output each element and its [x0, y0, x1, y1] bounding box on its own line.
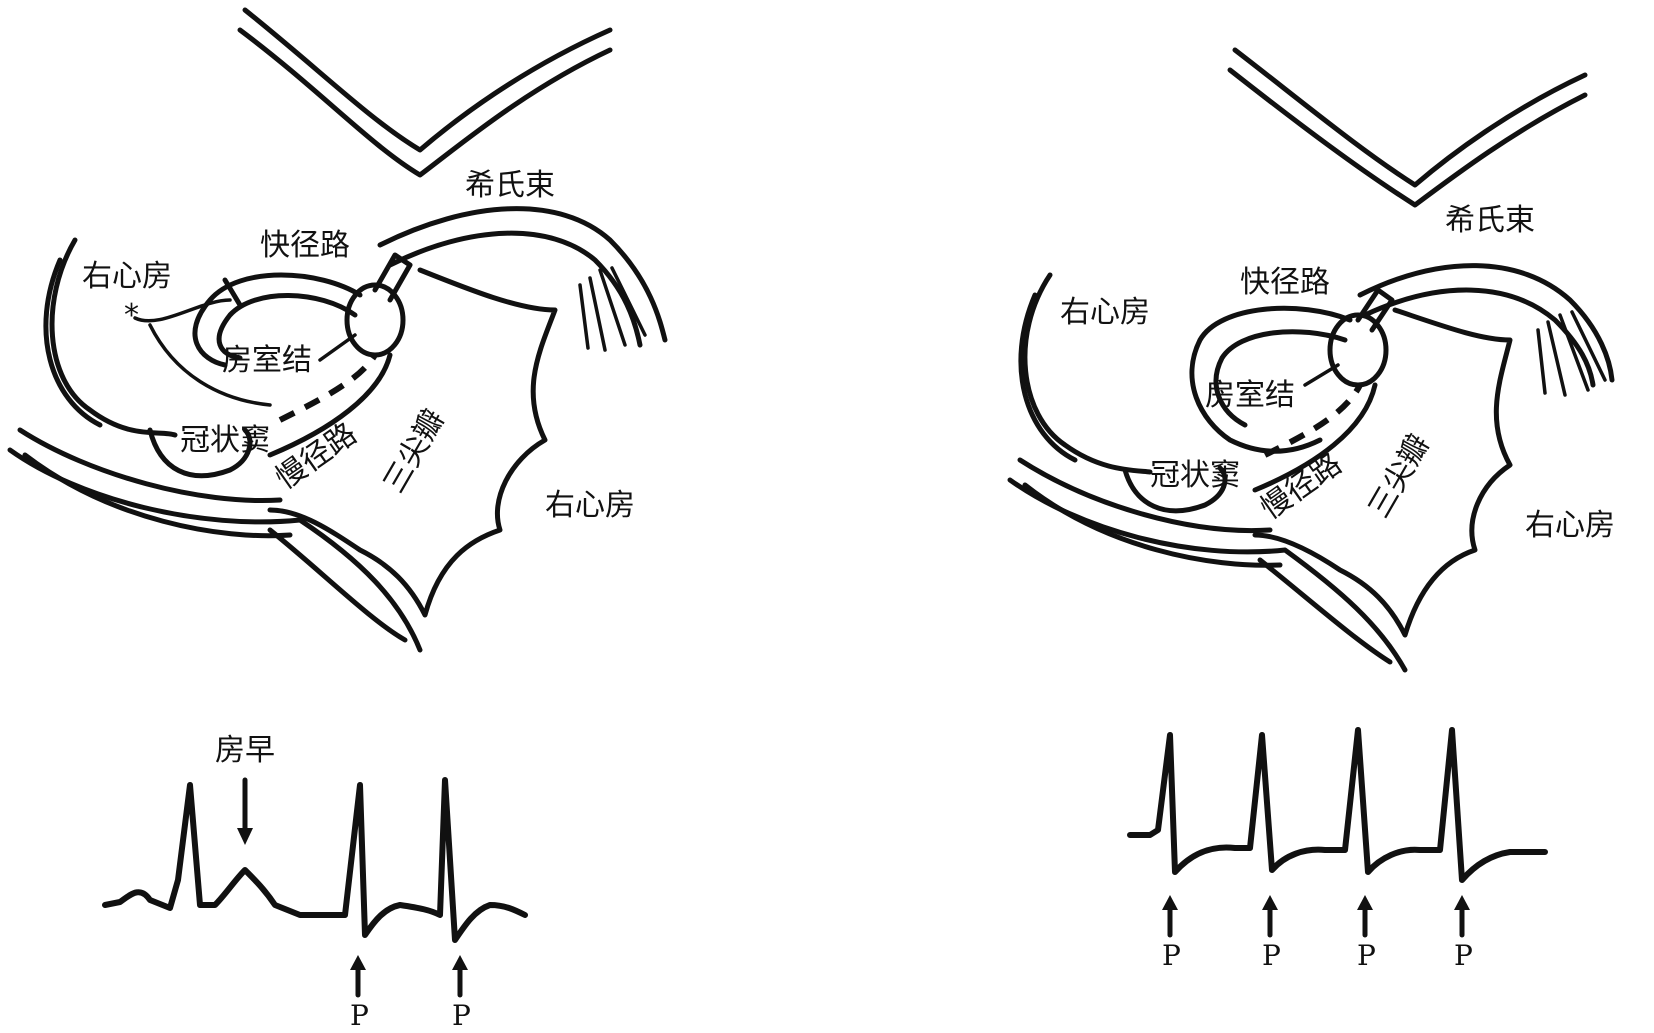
left-ecg-annotation: 房早 [215, 733, 275, 768]
left-fast-inner [216, 293, 358, 361]
right-his-inner [1362, 287, 1596, 388]
left-label-ra-bottom: 右心房 [545, 488, 635, 523]
left-label-tricuspid: 三尖瓣 [377, 404, 452, 499]
left-label-slow: 慢径路 [270, 416, 364, 496]
left-ecg-trace [102, 777, 528, 943]
left-p2-label: P [452, 999, 471, 1032]
right-p4-arrowhead [1454, 895, 1470, 910]
left-label-ra-top: 右心房 [82, 259, 172, 294]
left-slow-dashed [278, 353, 378, 423]
right-panel: 希氏束 快径路 右心房 房室结 冠状窦 慢径路 三尖瓣 右心房 P P P P [1007, 47, 1615, 972]
right-p2-arrowhead [1262, 895, 1278, 910]
left-av-link [318, 333, 357, 362]
right-p3-arrowhead [1357, 895, 1373, 910]
left-tricuspid [267, 267, 558, 618]
left-his-outer [377, 206, 668, 343]
right-label-his: 希氏束 [1445, 203, 1535, 238]
left-label-av: 房室结 [222, 343, 312, 378]
right-label-ra-bottom: 右心房 [1525, 508, 1615, 543]
left-panel: * 希氏束 快径路 右心房 房室结 冠状窦 慢径路 三尖瓣 右心房 房早 [7, 7, 668, 1032]
right-p3-label: P [1357, 939, 1376, 972]
right-ecg-trace [1127, 727, 1548, 883]
right-p4-label: P [1454, 939, 1473, 972]
right-lower-branch [1257, 557, 1393, 665]
left-his-inner [387, 230, 643, 348]
right-ra-wall-inner [1018, 292, 1078, 463]
right-cs-shape [1122, 465, 1228, 514]
left-lower-inner [17, 427, 283, 504]
left-septum-inner [237, 27, 613, 178]
right-p1-label: P [1162, 939, 1181, 972]
right-av-node-stem [1355, 287, 1395, 333]
left-label-cs: 冠状窦 [180, 423, 270, 458]
right-tricuspid [1252, 307, 1513, 638]
right-slow-dashed [1263, 383, 1363, 458]
right-p2-label: P [1262, 939, 1281, 972]
right-septum-inner [1227, 67, 1588, 208]
left-fast-outer [192, 272, 363, 368]
left-av-node-stem [372, 252, 413, 303]
left-label-fast: 快径路 [260, 228, 350, 263]
right-av-link [1303, 363, 1340, 387]
right-septum-outer [1232, 47, 1588, 188]
left-fast-block [222, 277, 243, 308]
left-ectopic-path [133, 298, 272, 407]
left-lower-branch-2 [22, 452, 293, 539]
left-label-his: 希氏束 [465, 168, 555, 203]
left-p1-label: P [350, 999, 369, 1032]
right-fast-outer [1189, 305, 1353, 454]
right-label-ra-top: 右心房 [1060, 295, 1150, 330]
right-slow-outer [1252, 382, 1378, 493]
left-lower-branch [267, 527, 408, 643]
left-ra-wall-inner [43, 257, 103, 428]
left-ectopic-star: * [124, 298, 139, 333]
right-lower-inner [1017, 457, 1273, 534]
left-septum-outer [242, 7, 613, 153]
right-label-cs: 冠状窦 [1150, 458, 1240, 493]
left-pac-arrowhead [237, 828, 253, 845]
right-label-tricuspid: 三尖瓣 [1362, 429, 1437, 524]
right-lower-branch-2 [1022, 482, 1283, 568]
right-fast-inner [1213, 329, 1348, 428]
right-his-fibers [1536, 310, 1607, 397]
left-cs-shape [147, 427, 253, 479]
right-his-outer [1357, 263, 1615, 383]
right-label-fast: 快径路 [1240, 265, 1330, 300]
right-p1-arrowhead [1162, 895, 1178, 910]
left-p2-arrowhead [452, 955, 468, 970]
left-p1-arrowhead [350, 955, 366, 970]
right-label-av: 房室结 [1205, 378, 1295, 413]
left-slow-outer [267, 352, 393, 458]
left-his-fibers [578, 266, 647, 352]
